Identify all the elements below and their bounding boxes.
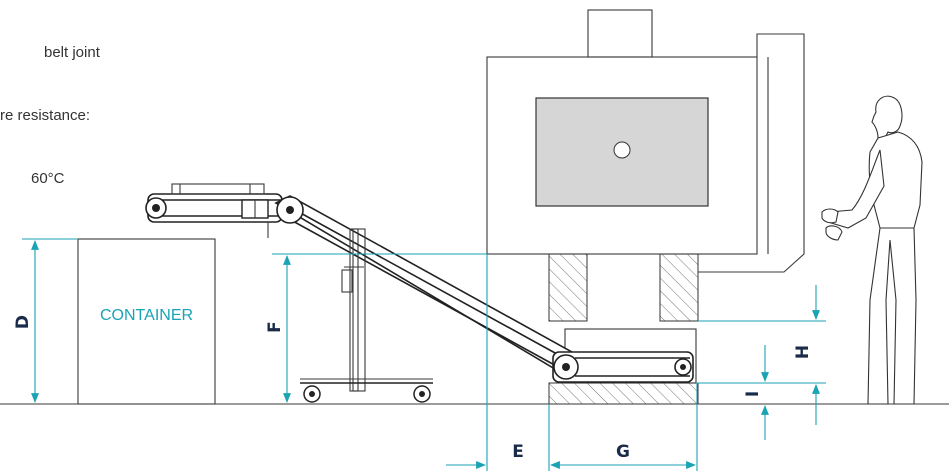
dimension-e-label: E (512, 442, 524, 462)
spec-note-line-3: 60°C (31, 170, 65, 187)
machine-base (548, 382, 699, 405)
operator-figure (821, 95, 923, 405)
dimension-i-label: I (743, 391, 763, 397)
dimension-i: I (743, 345, 769, 440)
machine-right-leg (659, 253, 699, 322)
dimension-g: G (548, 383, 698, 471)
container-box: CONTAINER (77, 238, 216, 405)
dimension-h: H (696, 285, 826, 425)
machine (486, 9, 805, 405)
dimension-f-label: F (265, 321, 285, 333)
spec-note: belt joint re resistance: 60°C (0, 0, 100, 210)
dimension-h-label: H (793, 345, 813, 359)
dimension-d: D (13, 238, 78, 403)
spec-note-line-1: belt joint (44, 44, 100, 61)
machine-window-hole (613, 141, 631, 159)
machine-left-leg (548, 253, 588, 322)
support-stand (300, 228, 433, 403)
container-label: CONTAINER (100, 307, 193, 324)
dimension-d-label: D (13, 315, 33, 329)
dimension-g-label: G (616, 442, 630, 462)
conveyor (145, 183, 694, 383)
spec-note-line-2: re resistance: (0, 107, 91, 124)
dimension-e: E (446, 254, 524, 471)
dimension-f: F (265, 253, 487, 403)
